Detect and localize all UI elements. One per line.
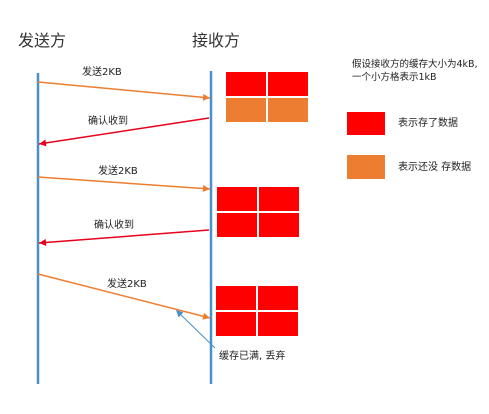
- message-arrow-ack-1-head: [39, 139, 47, 147]
- buffer-cell: [258, 312, 298, 336]
- message-arrow-send-1-head: [202, 93, 210, 101]
- buffer-cell: [216, 286, 256, 310]
- receiver-title: 接收方: [192, 31, 241, 50]
- buffer-cell: [217, 187, 257, 211]
- drop-pointer-arrow-head: [176, 310, 184, 318]
- buffer-note: 假设接收方的缓存大小为4kB, 一个小方格表示1kB: [352, 59, 478, 83]
- drop-note: 缓存已满, 丢弃: [219, 351, 286, 362]
- message-label-ack-1: 确认收到: [88, 116, 128, 127]
- drop-pointer-arrow: [177, 311, 216, 349]
- receiver-buffer-3: [216, 286, 298, 336]
- legend-label-empty: 表示还没 存数据: [398, 162, 472, 173]
- message-arrow-send-3: [37, 273, 211, 319]
- legend-swatch-empty: [347, 155, 385, 179]
- buffer-cell: [259, 213, 299, 237]
- message-arrow-ack-2: [38, 229, 210, 244]
- message-label-send-3: 发送2KB: [107, 279, 147, 290]
- message-arrow-send-3-head: [202, 312, 210, 320]
- buffer-cell: [268, 98, 308, 122]
- buffer-cell: [258, 286, 298, 310]
- message-arrow-send-2: [37, 176, 211, 190]
- buffer-cell: [217, 213, 257, 237]
- message-arrow-send-2-head: [202, 185, 210, 193]
- buffer-cell: [268, 72, 308, 96]
- buffer-cell: [226, 98, 266, 122]
- buffer-cell: [259, 187, 299, 211]
- message-arrow-ack-2-head: [39, 238, 47, 246]
- message-label-send-1: 发送2KB: [82, 67, 122, 78]
- message-label-ack-2: 确认收到: [94, 220, 134, 231]
- receiver-buffer-2: [217, 187, 299, 237]
- buffer-cell: [226, 72, 266, 96]
- message-arrow-send-1: [37, 81, 211, 99]
- sender-title: 发送方: [18, 31, 67, 50]
- legend-swatch-filled: [347, 112, 385, 135]
- message-arrow-ack-1: [38, 117, 210, 145]
- buffer-cell: [216, 312, 256, 336]
- legend-label-filled: 表示存了数据: [398, 118, 458, 129]
- message-label-send-2: 发送2KB: [98, 166, 138, 177]
- receiver-buffer-1: [226, 72, 308, 122]
